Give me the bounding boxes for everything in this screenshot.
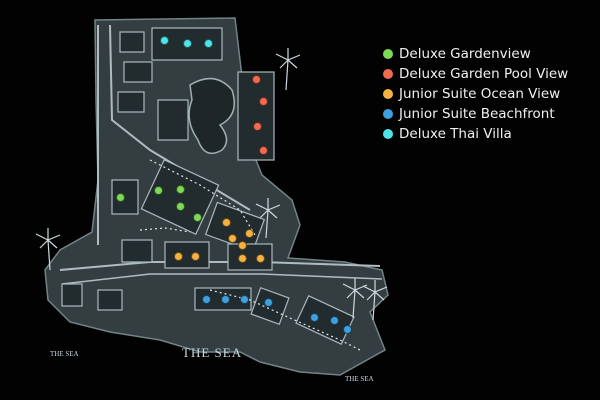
- room-marker-junior-suite-beachfront: [329, 315, 339, 325]
- legend-label: Junior Suite Ocean View: [399, 86, 561, 102]
- footpaths: [139, 159, 361, 351]
- legend-label: Deluxe Thai Villa: [399, 126, 512, 142]
- room-marker-junior-suite-ocean-view: [173, 251, 183, 261]
- red-dot-icon: [383, 69, 393, 79]
- legend-item-deluxe-garden-pool-view: Deluxe Garden Pool View: [383, 64, 568, 84]
- room-marker-deluxe-gardenview: [175, 201, 185, 211]
- room-marker-deluxe-gardenview: [153, 185, 163, 195]
- room-marker-deluxe-thai-villa: [182, 38, 192, 48]
- legend-item-junior-suite-beachfront: Junior Suite Beachfront: [383, 104, 568, 124]
- legend-item-junior-suite-ocean-view: Junior Suite Ocean View: [383, 84, 568, 104]
- palm-trees: [35, 48, 388, 321]
- room-marker-junior-suite-ocean-view: [237, 253, 247, 263]
- room-marker-deluxe-garden-pool-view: [252, 121, 262, 131]
- room-marker-deluxe-garden-pool-view: [258, 96, 268, 106]
- room-marker-deluxe-gardenview: [115, 192, 125, 202]
- room-marker-junior-suite-beachfront: [342, 324, 352, 334]
- room-marker-junior-suite-beachfront: [263, 297, 273, 307]
- sea-label-right: THE SEA: [345, 375, 374, 383]
- sea-label-left: THE SEA: [50, 350, 79, 358]
- room-marker-deluxe-garden-pool-view: [251, 74, 261, 84]
- legend-label: Deluxe Gardenview: [399, 46, 531, 62]
- room-marker-junior-suite-ocean-view: [227, 233, 237, 243]
- room-marker-junior-suite-ocean-view: [255, 253, 265, 263]
- beach-road-inner: [61, 273, 383, 285]
- legend-item-deluxe-thai-villa: Deluxe Thai Villa: [383, 124, 568, 144]
- orange-dot-icon: [383, 89, 393, 99]
- room-marker-deluxe-gardenview: [175, 184, 185, 194]
- sea-label-center: THE SEA: [182, 345, 243, 360]
- green-dot-icon: [383, 49, 393, 59]
- legend-item-deluxe-gardenview: Deluxe Gardenview: [383, 44, 568, 64]
- cyan-dot-icon: [383, 129, 393, 139]
- room-marker-deluxe-thai-villa: [159, 35, 169, 45]
- room-marker-deluxe-garden-pool-view: [258, 145, 268, 155]
- room-marker-junior-suite-ocean-view: [244, 228, 254, 238]
- room-marker-junior-suite-ocean-view: [237, 240, 247, 250]
- legend: Deluxe Gardenview Deluxe Garden Pool Vie…: [383, 44, 568, 144]
- room-marker-junior-suite-beachfront: [201, 294, 211, 304]
- blue-dot-icon: [383, 109, 393, 119]
- room-marker-junior-suite-ocean-view: [221, 217, 231, 227]
- room-marker-junior-suite-beachfront: [239, 294, 249, 304]
- room-marker-deluxe-gardenview: [192, 212, 202, 222]
- room-marker-junior-suite-ocean-view: [190, 251, 200, 261]
- room-marker-junior-suite-beachfront: [220, 294, 230, 304]
- legend-label: Deluxe Garden Pool View: [399, 66, 569, 82]
- pond: [188, 77, 235, 155]
- legend-label: Junior Suite Beachfront: [399, 106, 555, 122]
- room-marker-deluxe-thai-villa: [203, 38, 213, 48]
- room-marker-junior-suite-beachfront: [309, 312, 319, 322]
